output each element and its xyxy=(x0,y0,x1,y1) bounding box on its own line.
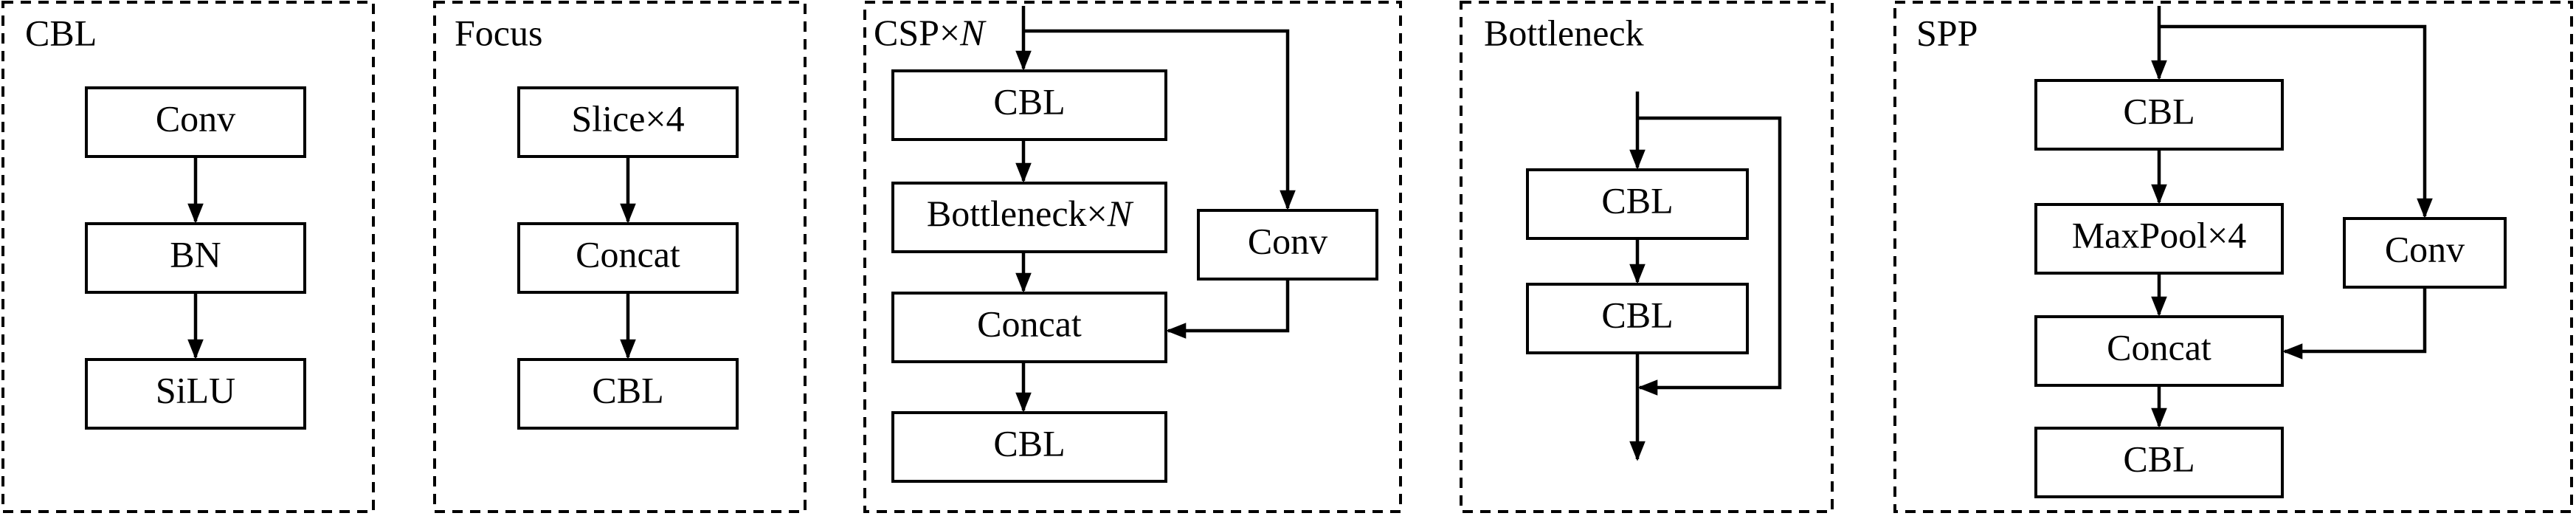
csp-cbl-top-label: CBL xyxy=(993,80,1065,122)
csp-bottleneck-main: Bottleneck× xyxy=(927,193,1108,234)
csp-bottleneck-node: Bottleneck×N xyxy=(891,182,1167,253)
csp-bottleneck-label: Bottleneck×N xyxy=(927,193,1134,234)
csp-panel-border xyxy=(863,1,1402,513)
focus-slice-node: Slice×4 xyxy=(517,86,739,158)
csp-concat-label: Concat xyxy=(977,303,1082,344)
focus-panel: Focus Slice×4 Concat CBL xyxy=(433,1,807,513)
spp-concat-label: Concat xyxy=(2107,326,2211,368)
cbl-panel-border xyxy=(1,1,375,513)
cbl-conv-node: Conv xyxy=(85,86,306,158)
csp-cbl-bottom-node: CBL xyxy=(891,411,1167,483)
spp-maxpool-label: MaxPool×4 xyxy=(2072,214,2247,255)
spp-input-to-conv-arrow xyxy=(2159,24,2433,219)
bottleneck-cbl-1-node: CBL xyxy=(1526,168,1749,240)
csp-bottleneck-var: N xyxy=(1107,193,1134,234)
focus-cbl-node: CBL xyxy=(517,358,739,430)
cbl-panel-title: CBL xyxy=(25,12,97,53)
focus-cbl-label: CBL xyxy=(592,369,663,410)
spp-cbl-top-label: CBL xyxy=(2123,90,2195,131)
cbl-bn-label: BN xyxy=(170,233,221,275)
csp-input-to-conv-arrow xyxy=(1023,29,1296,210)
csp-cbl-top-node: CBL xyxy=(891,69,1167,141)
spp-panel-title: SPP xyxy=(1916,12,1978,53)
spp-maxpool-node: MaxPool×4 xyxy=(2034,203,2284,275)
focus-panel-title: Focus xyxy=(455,12,542,53)
cbl-bn-node: BN xyxy=(85,222,306,294)
cbl-conv-label: Conv xyxy=(156,97,235,139)
focus-panel-border xyxy=(433,1,807,513)
focus-concat-node: Concat xyxy=(517,222,739,294)
spp-conv-label: Conv xyxy=(2385,228,2465,269)
cbl-silu-label: SiLU xyxy=(156,369,235,410)
csp-cbl-bottom-label: CBL xyxy=(993,422,1065,464)
csp-concat-node: Concat xyxy=(891,292,1167,363)
spp-panel-border xyxy=(1893,1,2573,513)
spp-conv-node: Conv xyxy=(2343,217,2507,289)
spp-conv-to-concat-arrow xyxy=(2282,287,2427,360)
csp-conv-to-concat-arrow xyxy=(1166,279,1290,339)
csp-title-main: CSP× xyxy=(874,12,960,53)
spp-concat-node: Concat xyxy=(2034,315,2284,387)
bottleneck-panel-border xyxy=(1460,1,1834,513)
bottleneck-panel-title: Bottleneck xyxy=(1484,12,1644,53)
bottleneck-panel: Bottleneck CBL CBL xyxy=(1460,1,1834,513)
csp-panel: CSP×N CBL Bottleneck×N Conv Concat CBL xyxy=(863,1,1402,513)
csp-panel-title: CSP×N xyxy=(874,12,987,53)
spp-panel: SPP CBL MaxPool×4 Conv Concat CBL xyxy=(1893,1,2573,513)
bottleneck-cbl-2-label: CBL xyxy=(1601,294,1673,335)
spp-cbl-bottom-label: CBL xyxy=(2123,438,2195,479)
csp-conv-label: Conv xyxy=(1248,220,1327,261)
bottleneck-shortcut-arrow xyxy=(1637,116,1782,396)
bottleneck-cbl-2-node: CBL xyxy=(1526,283,1749,354)
cbl-silu-node: SiLU xyxy=(85,358,306,430)
focus-concat-label: Concat xyxy=(576,233,680,275)
spp-cbl-bottom-node: CBL xyxy=(2034,427,2284,498)
cbl-panel: CBL Conv BN SiLU xyxy=(1,1,375,513)
focus-slice-label: Slice×4 xyxy=(571,97,684,139)
csp-conv-node: Conv xyxy=(1197,209,1378,281)
bottleneck-cbl-1-label: CBL xyxy=(1601,179,1673,221)
csp-title-var: N xyxy=(959,12,987,53)
spp-cbl-top-node: CBL xyxy=(2034,79,2284,151)
